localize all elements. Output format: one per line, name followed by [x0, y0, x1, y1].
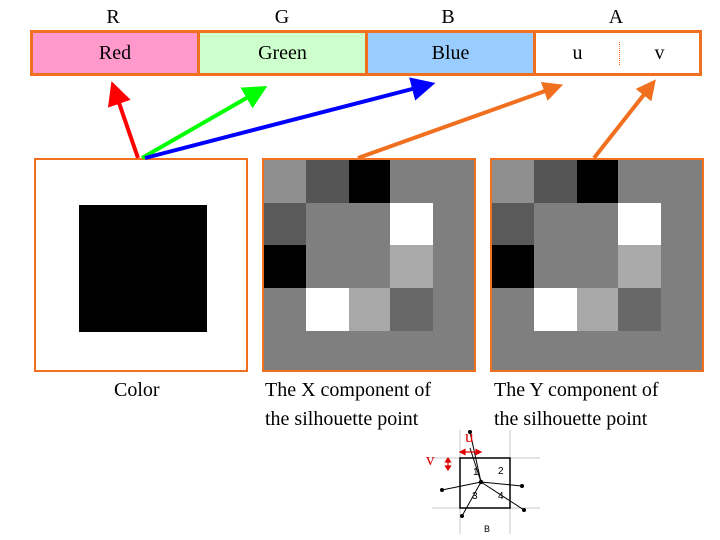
grid-cell	[264, 203, 306, 245]
grid-cell	[661, 203, 702, 245]
grid-cell	[534, 203, 577, 245]
grid-cell	[577, 203, 618, 245]
blue-arrow	[144, 77, 436, 160]
grid-cell	[618, 288, 661, 331]
grid-cell	[433, 203, 474, 245]
alpha-v-slot: v	[620, 42, 699, 65]
inset-points	[440, 430, 526, 518]
blue-channel-label: Blue	[431, 41, 470, 64]
grid-cell	[390, 203, 433, 245]
channel-letter-r: R	[106, 6, 120, 28]
grid-cell	[349, 203, 390, 245]
black-square	[79, 205, 207, 332]
rgba-channel-bar: Red Green Blue u v	[30, 30, 702, 76]
grid-cell	[661, 245, 702, 288]
green-arrow	[141, 86, 268, 160]
alpha-channel: u v	[536, 33, 699, 73]
grid-cell	[264, 245, 306, 288]
x-component-caption: The X component of the silhouette point	[265, 376, 431, 434]
grid-cell	[306, 203, 349, 245]
y-component-grid	[492, 160, 702, 370]
grid-cell	[264, 160, 306, 203]
y-component-panel	[490, 158, 704, 372]
grid-cell	[390, 288, 433, 331]
orange-arrow-u	[357, 81, 564, 160]
grid-cell	[306, 160, 349, 203]
grid-cell	[349, 245, 390, 288]
inset-cell-1: 1	[473, 467, 479, 478]
inset-cell-4: 4	[498, 491, 504, 502]
green-channel: Green	[200, 33, 368, 73]
grid-cell	[534, 160, 577, 203]
alpha-u-label: u	[572, 41, 583, 64]
grid-cell	[264, 331, 306, 370]
grid-cell	[577, 160, 618, 203]
x-component-panel	[262, 158, 476, 372]
y-caption-line1: The Y component of	[494, 379, 659, 401]
grid-cell	[534, 331, 577, 370]
orange-arrow-v	[592, 79, 656, 160]
grid-cell	[433, 288, 474, 331]
grid-cell	[349, 160, 390, 203]
grid-cell	[349, 331, 390, 370]
inset-cell-3: 3	[472, 491, 478, 502]
inset-square	[459, 457, 511, 509]
grid-cell	[492, 331, 534, 370]
green-channel-label: Green	[258, 41, 307, 64]
grid-cell	[661, 160, 702, 203]
red-channel: Red	[33, 33, 200, 73]
grid-cell	[349, 288, 390, 331]
color-panel	[34, 158, 248, 372]
grid-cell	[492, 288, 534, 331]
grid-cell	[433, 160, 474, 203]
grid-cell	[577, 331, 618, 370]
x-caption-line2: the silhouette point	[265, 408, 419, 430]
grid-cell	[306, 245, 349, 288]
alpha-u-slot: u	[536, 41, 620, 65]
inset-cell-2: 2	[498, 466, 504, 477]
grid-cell	[618, 331, 661, 370]
silhouette-inset-diagram: u v 1 2 3 4 B	[426, 428, 540, 534]
inset-u-label: u	[465, 428, 474, 446]
grid-cell	[306, 288, 349, 331]
grid-cell	[618, 245, 661, 288]
y-caption-line2: the silhouette point	[494, 408, 648, 430]
grid-cell	[661, 331, 702, 370]
uv-measure-marks	[444, 448, 483, 472]
grid-cell	[618, 203, 661, 245]
alpha-v-label: v	[654, 41, 665, 64]
grid-cell	[390, 160, 433, 203]
grid-cell	[306, 331, 349, 370]
grid-cell	[492, 160, 534, 203]
channel-letter-g: G	[274, 6, 290, 28]
y-component-caption: The Y component of the silhouette point	[494, 376, 659, 434]
grid-cell	[433, 245, 474, 288]
x-caption-line1: The X component of	[265, 379, 432, 401]
inset-lines	[441, 431, 525, 517]
grid-cell	[433, 331, 474, 370]
channel-letter-a: A	[608, 6, 624, 28]
color-caption: Color	[114, 379, 160, 401]
red-arrow	[107, 81, 140, 159]
grid-cell	[534, 245, 577, 288]
x-component-grid	[264, 160, 474, 370]
grid-cell	[492, 203, 534, 245]
channel-letter-b: B	[441, 6, 455, 28]
grid-cell	[618, 160, 661, 203]
grid-cell	[534, 288, 577, 331]
grid-cell	[390, 331, 433, 370]
grid-cell	[577, 288, 618, 331]
blue-channel: Blue	[368, 33, 536, 73]
grid-cell	[577, 245, 618, 288]
red-channel-label: Red	[98, 41, 132, 64]
grid-cell	[390, 245, 433, 288]
inset-v-label: v	[426, 450, 435, 469]
grid-cell	[492, 245, 534, 288]
grid-cell	[661, 288, 702, 331]
grid-cell	[264, 288, 306, 331]
inset-b-label: B	[484, 524, 490, 534]
